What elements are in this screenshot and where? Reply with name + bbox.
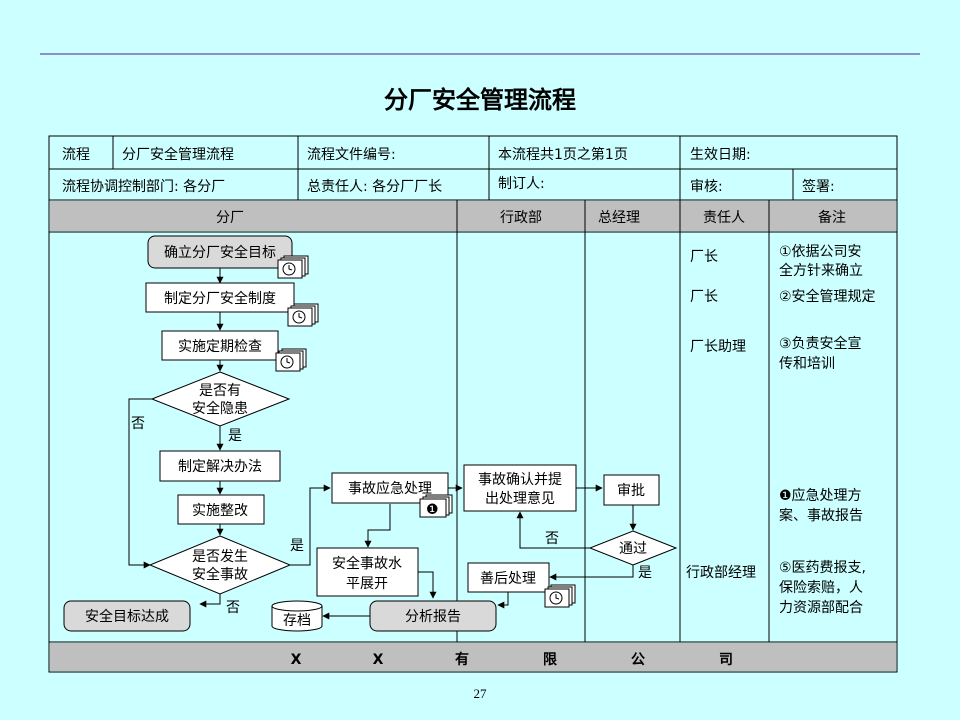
svg-text:确立分厂安全目标: 确立分厂安全目标 [164, 244, 276, 261]
svg-text:X: X [373, 652, 384, 668]
svg-text:事故确认并提: 事故确认并提 [478, 472, 562, 488]
svg-text:安全事故水: 安全事故水 [332, 555, 402, 572]
node-aftermath: 善后处理 [467, 562, 550, 593]
lane-branch: 分厂 [216, 210, 244, 226]
node-make-solution: 制定解决办法 [159, 450, 281, 482]
note-3-cont: 传和培训 [779, 356, 835, 372]
node-analysis-report: 分析报告 [369, 600, 497, 632]
svg-text:出处理意见: 出处理意见 [485, 490, 555, 507]
label-d3-yes: 是 [638, 565, 652, 581]
owner: 总责任人: 各分厂厂长 [307, 179, 442, 195]
footer-company: X X 有 限 公 司 [291, 651, 733, 668]
document-clock-icon [544, 584, 576, 608]
maker-label: 制订人: [498, 176, 545, 192]
decision-hazard: 是否有 安全隐患 [150, 371, 291, 427]
lane-admin: 行政部 [500, 210, 542, 226]
svg-text:公: 公 [631, 652, 645, 668]
document-marker-icon: ❶ [419, 494, 453, 518]
node-regular-inspection: 实施定期检查 [161, 330, 279, 361]
reviewer-label: 审核: [690, 179, 723, 195]
svg-text:安全事故: 安全事故 [192, 566, 248, 583]
node-set-safety-target: 确立分厂安全目标 [147, 235, 293, 269]
label-d1-yes: 是 [228, 428, 242, 444]
archive-cylinder: 存档 [271, 600, 323, 632]
svg-text:制定分厂安全制度: 制定分厂安全制度 [164, 290, 276, 307]
note-4-cont: 案、事故报告 [779, 507, 863, 524]
page-number: 27 [473, 686, 487, 701]
svg-text:司: 司 [719, 652, 733, 668]
svg-text:存档: 存档 [283, 613, 311, 629]
flow-label: 流程 [62, 147, 90, 163]
svg-text:安全目标达成: 安全目标达成 [85, 608, 169, 625]
node-rectify: 实施整改 [177, 494, 265, 525]
node-accident-confirm: 事故确认并提 出处理意见 [463, 464, 577, 512]
responsible-4: 行政部经理 [686, 565, 756, 581]
svg-text:是否发生: 是否发生 [192, 549, 248, 565]
footer-bar [50, 643, 896, 671]
lane-gm: 总经理 [598, 210, 640, 226]
responsible-3: 厂长助理 [690, 339, 746, 355]
svg-text:限: 限 [543, 652, 557, 668]
label-d2-no: 否 [226, 600, 240, 616]
note-1: ①依据公司安 [779, 244, 862, 260]
svg-text:制定解决办法: 制定解决办法 [178, 459, 262, 475]
svg-text:善后处理: 善后处理 [480, 571, 536, 587]
node-make-safety-rules: 制定分厂安全制度 [145, 282, 295, 313]
coord-dept: 流程协调控制部门: 各分厂 [62, 179, 225, 195]
note-4: ❶应急处理方 [779, 487, 862, 504]
top-rule [40, 53, 920, 55]
svg-text:分析报告: 分析报告 [405, 609, 461, 625]
svg-text:安全隐患: 安全隐患 [192, 400, 248, 417]
lane-responsible: 责任人 [703, 210, 745, 226]
note-5-cont: 保险索赔，人 [779, 579, 863, 596]
note-1-cont: 全方针来确立 [779, 262, 863, 279]
svg-text:有: 有 [455, 651, 469, 668]
node-accident-spread: 安全事故水 平展开 [316, 547, 419, 597]
svg-text:通过: 通过 [619, 541, 647, 557]
doc-no-label: 流程文件编号: [307, 147, 396, 163]
svg-text:❶: ❶ [426, 502, 439, 518]
svg-text:X: X [291, 652, 302, 668]
note-2: ②安全管理规定 [779, 288, 876, 305]
svg-text:平展开: 平展开 [346, 576, 388, 592]
effective-date-label: 生效日期: [690, 147, 751, 163]
label-d3-no: 否 [545, 531, 559, 547]
responsible-1: 厂长 [690, 249, 718, 265]
label-d2-yes: 是 [290, 538, 304, 554]
document-clock-icon [275, 348, 307, 372]
note-3: ③负责安全宣 [779, 335, 862, 352]
node-approve: 审批 [603, 474, 660, 506]
decision-accident: 是否发生 安全事故 [148, 535, 292, 595]
node-target-reached: 安全目标达成 [63, 600, 191, 632]
connectors [128, 268, 637, 620]
page-count: 本流程共1页之第1页 [498, 146, 628, 163]
label-d1-no: 否 [131, 416, 145, 432]
svg-text:事故应急处理: 事故应急处理 [348, 480, 432, 497]
responsible-2: 厂长 [690, 289, 718, 305]
document-clock-icon [277, 255, 309, 279]
svg-text:实施定期检查: 实施定期检查 [178, 339, 262, 355]
page-title: 分厂安全管理流程 [384, 86, 576, 114]
note-5-cont2: 力资源部配合 [779, 600, 863, 616]
svg-text:是否有: 是否有 [199, 383, 241, 399]
svg-text:审批: 审批 [617, 483, 645, 499]
svg-text:实施整改: 实施整改 [192, 503, 248, 519]
lane-header-bar [50, 201, 896, 231]
note-5: ⑤医药费报支, [779, 560, 866, 576]
sign-label: 签署: [802, 178, 835, 195]
document-clock-icon [287, 303, 319, 327]
lane-notes: 备注 [818, 209, 846, 226]
flow-name: 分厂安全管理流程 [122, 146, 234, 163]
decision-pass: 通过 [588, 530, 678, 566]
header-table [48, 135, 898, 673]
